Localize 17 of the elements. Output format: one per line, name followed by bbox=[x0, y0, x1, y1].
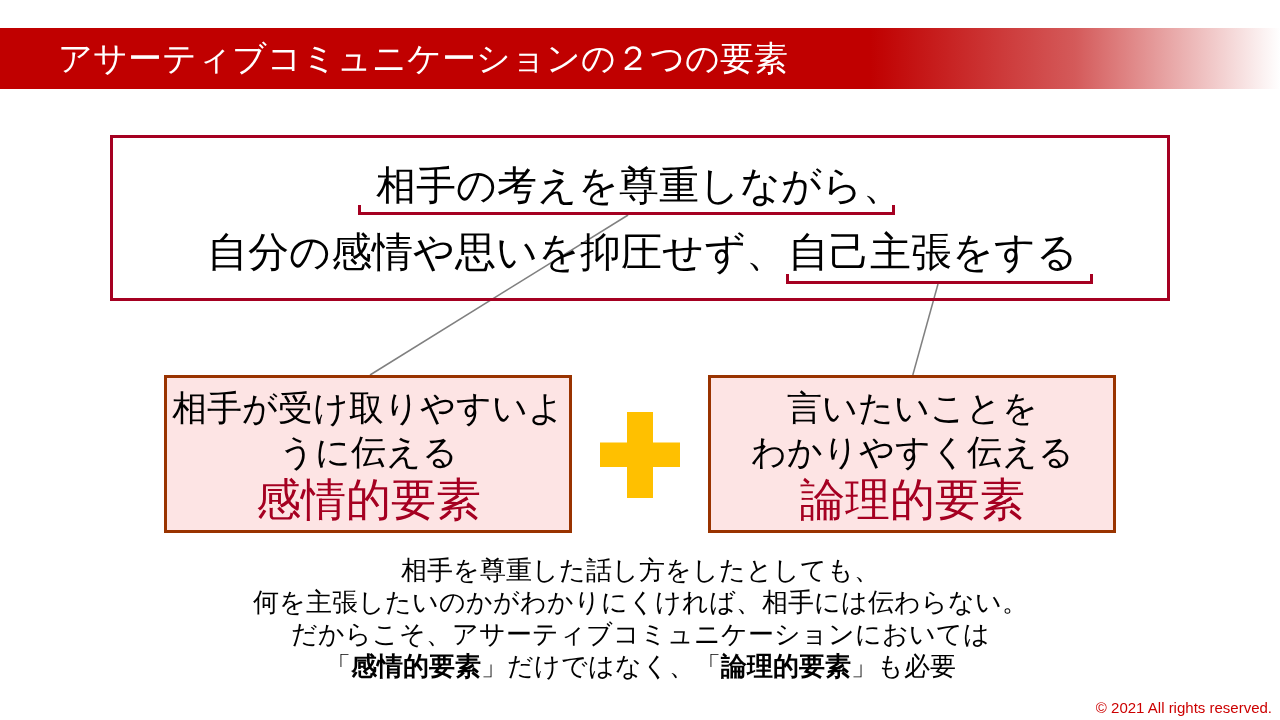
element-box bbox=[708, 375, 1116, 533]
leader-line bbox=[912, 283, 939, 376]
note-text: 「感情的要素」だけではなく、「論理的要素」も必要 bbox=[324, 650, 956, 682]
box-heading: 論理的要素 bbox=[799, 474, 1025, 526]
title-text: アサーティブコミュニケーションの２つの要素 bbox=[58, 38, 788, 79]
box-text: 言いたいことを bbox=[786, 387, 1038, 429]
statement-text: 自己主張をする bbox=[788, 232, 1078, 272]
box-text: わかりやすく伝える bbox=[750, 431, 1074, 473]
leader-line bbox=[369, 214, 629, 376]
box-heading: 感情的要素 bbox=[255, 474, 481, 526]
box-text: 相手が受け取りやすいように伝える bbox=[171, 387, 565, 473]
element-box bbox=[164, 375, 572, 533]
copyright-text: © 2021 All rights reserved. bbox=[1095, 699, 1272, 717]
statement-box bbox=[110, 135, 1170, 301]
note-text: 相手を尊重した話し方をしたとしても、 bbox=[400, 554, 880, 586]
note-text: 何を主張したいのかがわかりにくければ、相手には伝わらない。 bbox=[252, 586, 1028, 618]
note-text: だからこそ、アサーティブコミュニケーションにおいては bbox=[290, 618, 990, 650]
